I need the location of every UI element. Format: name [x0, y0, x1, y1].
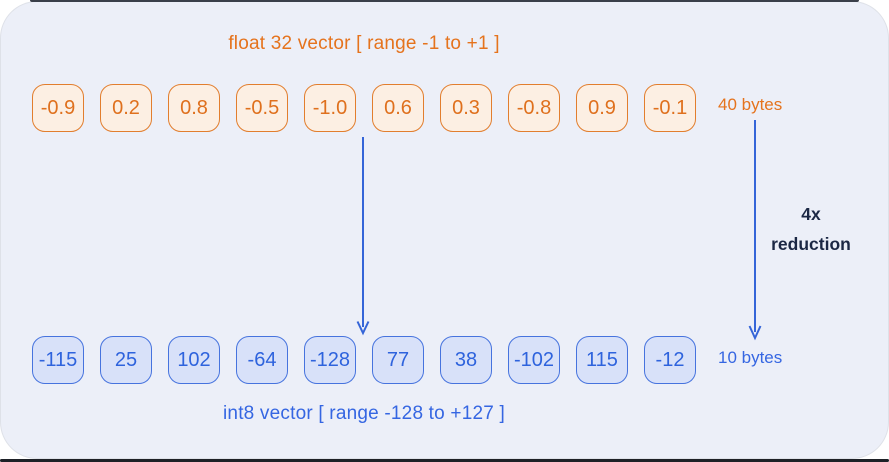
int8-cell: 38: [440, 336, 492, 384]
float32-cell: -0.1: [644, 84, 696, 132]
int8-cell: -102: [508, 336, 560, 384]
reduction-arrow-icon: [748, 120, 762, 341]
int8-cell: -64: [236, 336, 288, 384]
int8-row: -115 25 102 -64 -128 77 38 -102 115 -12: [32, 336, 696, 384]
float32-cell: -1.0: [304, 84, 356, 132]
float32-cell: 0.3: [440, 84, 492, 132]
int8-cell: -128: [304, 336, 356, 384]
float32-cell: 0.6: [372, 84, 424, 132]
float32-cell: 0.8: [168, 84, 220, 132]
int8-cell: 115: [576, 336, 628, 384]
int8-cell: 25: [100, 336, 152, 384]
float32-row: -0.9 0.2 0.8 -0.5 -1.0 0.6 0.3 -0.8 0.9 -0.1: [32, 84, 696, 132]
window-edge-bottom: [0, 459, 889, 462]
int8-cell: 102: [168, 336, 220, 384]
float32-size-label: 40 bytes: [718, 95, 783, 114]
reduction-label: 4x reduction: [750, 199, 872, 259]
float32-cell: -0.9: [32, 84, 84, 132]
float32-cell: 0.9: [576, 84, 628, 132]
float32-cell: -0.8: [508, 84, 560, 132]
window-edge-top: [30, 0, 859, 2]
int8-vector-title: int8 vector [ range -128 to +127 ]: [223, 403, 505, 424]
quantization-arrow-icon: [356, 137, 370, 336]
float32-vector-title: float 32 vector [ range -1 to +1 ]: [228, 33, 500, 54]
int8-cell: -115: [32, 336, 84, 384]
float32-cell: -0.5: [236, 84, 288, 132]
int8-size-label: 10 bytes: [718, 348, 783, 367]
int8-cell: 77: [372, 336, 424, 384]
reduction-label-line2: reduction: [771, 234, 851, 254]
int8-cell: -12: [644, 336, 696, 384]
reduction-label-line1: 4x: [801, 204, 821, 224]
float32-cell: 0.2: [100, 84, 152, 132]
